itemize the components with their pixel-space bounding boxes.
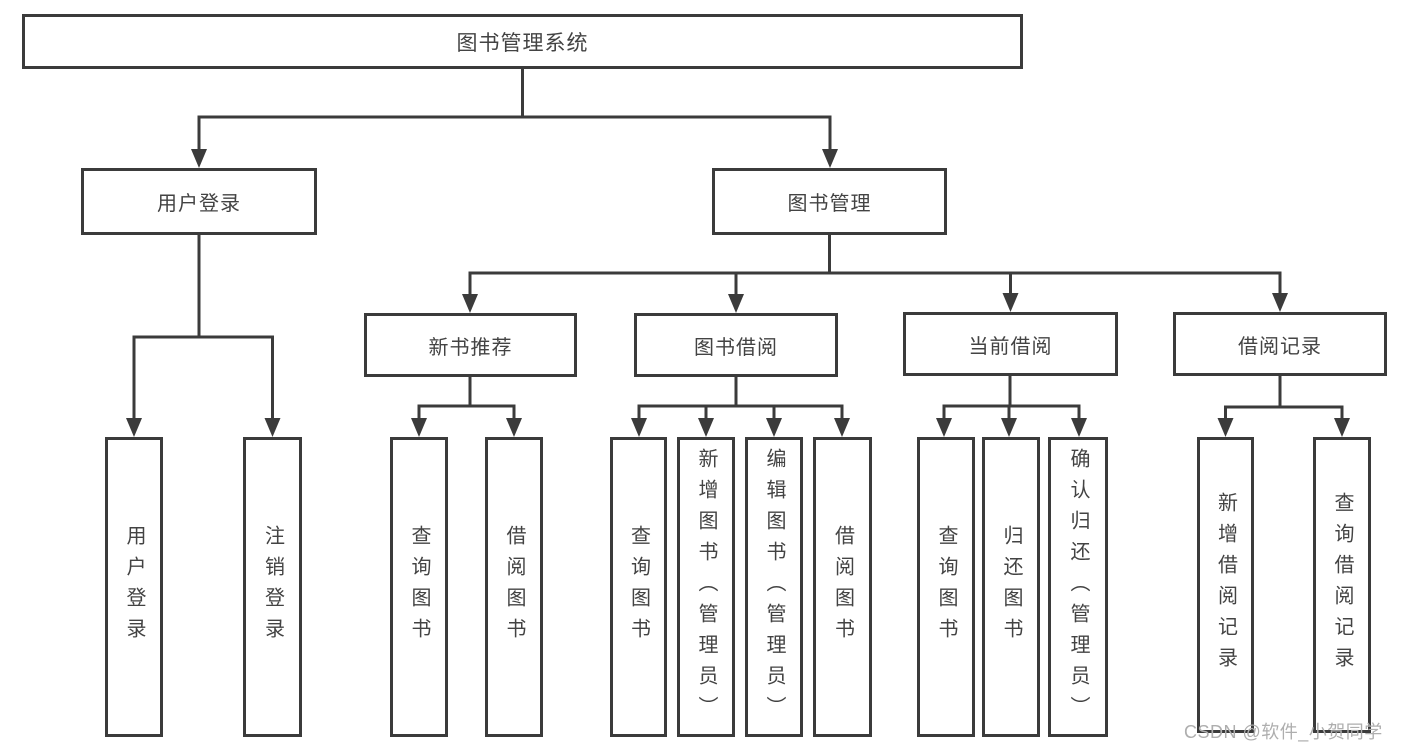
- node-label: 注销登录: [261, 525, 284, 649]
- node-label: 查询图书: [408, 525, 430, 649]
- leaf-newbooks-query-books: 查询图书: [390, 437, 448, 737]
- node-label: 确认归还（管理员）: [1067, 447, 1089, 727]
- leaf-user-login: 用户登录: [105, 437, 163, 737]
- node-label: 查询图书: [935, 525, 957, 649]
- node-label: 新增图书（管理员）: [695, 447, 717, 727]
- node-label: 编辑图书（管理员）: [763, 447, 785, 727]
- leaf-records-add-borrow-record: 新增借阅记录: [1197, 437, 1254, 733]
- node-label: 用户登录: [157, 193, 241, 215]
- node-label: 查询借阅记录: [1331, 492, 1353, 678]
- node-label: 图书管理: [787, 193, 872, 215]
- node-label: 当前借阅: [968, 335, 1053, 358]
- node-library-management-system: 图书管理系统: [22, 14, 1023, 69]
- leaf-records-query-borrow-record: 查询借阅记录: [1313, 437, 1371, 733]
- leaf-borrowing-query-books: 查询图书: [610, 437, 667, 737]
- node-user-login: 用户登录: [81, 168, 317, 235]
- leaf-current-query-books: 查询图书: [917, 437, 975, 737]
- node-label: 用户登录: [123, 525, 145, 649]
- leaf-borrowing-borrow-books: 借阅图书: [813, 437, 872, 737]
- node-label: 新增借阅记录: [1214, 492, 1237, 678]
- csdn-watermark: CSDN @软件_小贺同学: [1184, 722, 1383, 742]
- leaf-current-confirm-return-admin: 确认归还（管理员）: [1048, 437, 1108, 737]
- node-label: 图书管理系统: [456, 31, 589, 55]
- leaf-borrowing-add-books-admin: 新增图书（管理员）: [677, 437, 735, 737]
- node-label: 借阅图书: [831, 525, 854, 649]
- node-label: 归还图书: [1000, 525, 1022, 649]
- node-book-borrowing: 图书借阅: [634, 313, 838, 377]
- leaf-current-return-books: 归还图书: [982, 437, 1040, 737]
- node-label: 查询图书: [627, 525, 650, 649]
- node-borrow-records: 借阅记录: [1173, 312, 1387, 376]
- node-label: 借阅记录: [1238, 335, 1322, 358]
- node-new-book-recommend: 新书推荐: [364, 313, 577, 377]
- node-label: 新书推荐: [428, 336, 513, 359]
- node-label: 图书借阅: [694, 336, 778, 359]
- node-label: 借阅图书: [503, 525, 525, 649]
- node-current-borrowing: 当前借阅: [903, 312, 1118, 376]
- leaf-newbooks-borrow-books: 借阅图书: [485, 437, 543, 737]
- node-book-management: 图书管理: [712, 168, 947, 235]
- leaf-logout: 注销登录: [243, 437, 302, 737]
- leaf-borrowing-edit-books-admin: 编辑图书（管理员）: [745, 437, 803, 737]
